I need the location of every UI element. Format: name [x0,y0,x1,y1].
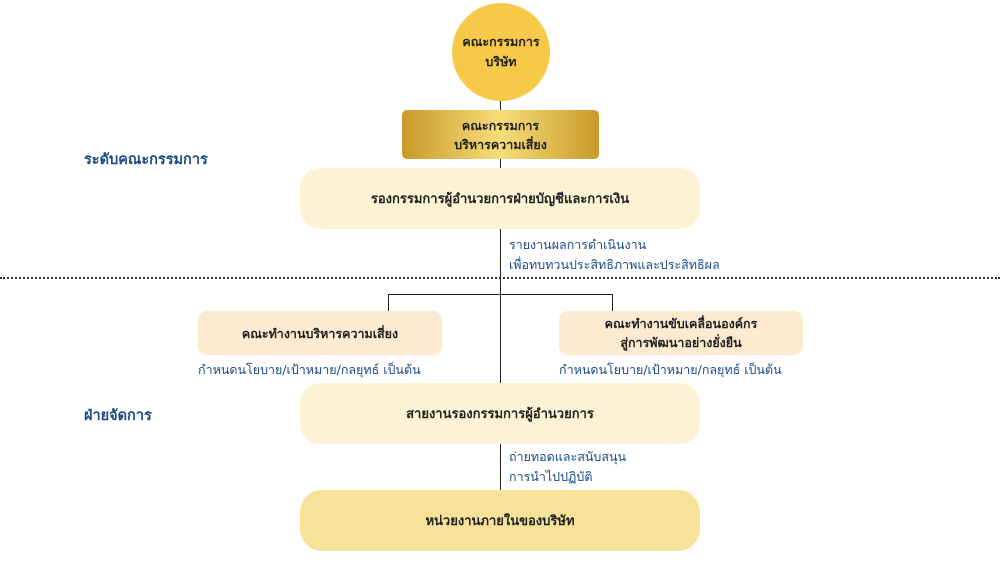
risk-working-group-label: คณะทำงานบริหารความเสี่ยง [241,325,399,341]
section-label-board-level: ระดับคณะกรรมการ [84,152,208,168]
section-label-management: ฝ่ายจัดการ [84,408,152,424]
risk-committee-label: คณะกรรมการ บริหารความเสี่ยง [454,117,547,152]
risk-committee-node: คณะกรรมการ บริหารความเสี่ยง [402,110,599,159]
deputy-md-node: รองกรรมการผู้อำนวยการฝ่ายบัญชีและการเงิน [300,168,700,229]
branch-left-connector [388,294,389,311]
report-note-line2: เพื่อทบทวนประสิทธิภาพและประสิทธิผล [509,257,720,272]
branch-horizontal-connector [388,294,613,295]
implement-note: ถ่ายทอดและสนับสนุน การนำไปปฏิบัติ [509,447,626,487]
md-office-label: สายงานรองกรรมการผู้อำนวยการ [406,407,594,422]
company-units-node: หน่วยงานภายในของบริษัท [300,490,700,551]
policy-note-left: กำหนดนโยบาย/เป้าหมาย/กลยุทธ์ เป็นต้น [198,362,421,377]
report-note: รายงานผลการดำเนินงาน เพื่อทบทวนประสิทธิภ… [509,235,720,275]
risk-working-group-node: คณะทำงานบริหารความเสี่ยง [198,311,442,355]
report-note-line1: รายงานผลการดำเนินงาน [509,237,647,252]
company-units-label: หน่วยงานภายในของบริษัท [425,514,575,529]
branch-right-connector [612,294,613,311]
company-board-node: คณะกรรมการ บริษัท [452,3,550,101]
sustainability-working-group-label: คณะทำงานขับเคลื่อนองค์กร สู่การพัฒนาอย่า… [604,316,758,350]
section-divider [0,277,1000,279]
deputy-md-label: รองกรรมการผู้อำนวยการฝ่ายบัญชีและการเงิน [370,192,630,207]
company-board-label: คณะกรรมการ บริษัท [462,34,540,69]
sustainability-working-group-node: คณะทำงานขับเคลื่อนองค์กร สู่การพัฒนาอย่า… [559,311,803,355]
implement-note-line1: ถ่ายทอดและสนับสนุน [509,449,627,464]
implement-note-line2: การนำไปปฏิบัติ [509,469,593,484]
main-vertical-connector [500,100,501,490]
md-office-node: สายงานรองกรรมการผู้อำนวยการ [300,383,700,444]
policy-note-right: กำหนดนโยบาย/เป้าหมาย/กลยุทธ์ เป็นต้น [559,362,782,377]
